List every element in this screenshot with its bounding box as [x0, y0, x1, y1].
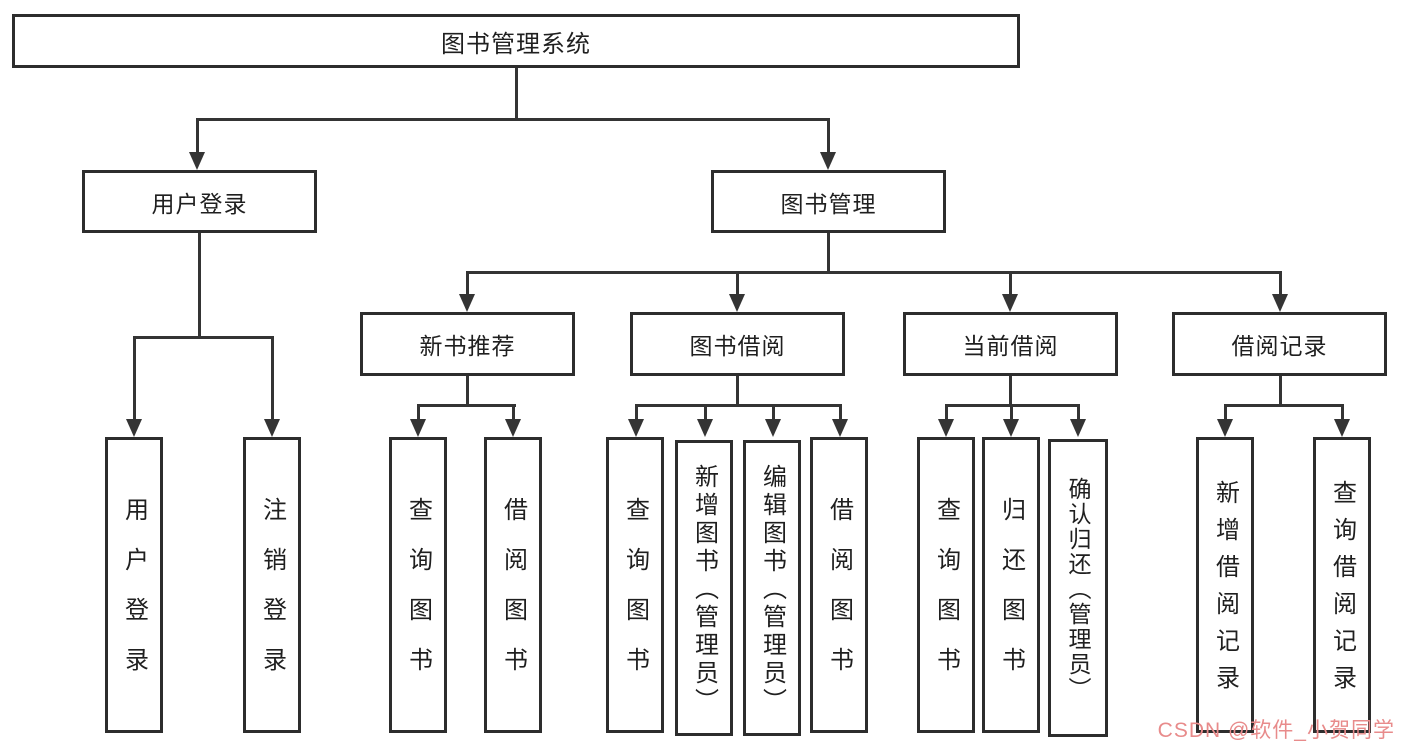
arrowhead-leaf-logout — [264, 419, 280, 437]
level2-branch-line — [466, 271, 1282, 274]
root-trunk-line — [515, 68, 518, 121]
stem-borrow-books-b — [839, 404, 842, 421]
node-borrow-records: 借阅记录 — [1172, 312, 1387, 376]
stem-add-borrow-record — [1224, 404, 1227, 421]
new-book-trunk-line — [466, 376, 469, 407]
arrowhead-borrow-records — [1272, 294, 1288, 312]
leaf-return-books-label: 归还图书 — [997, 497, 1025, 697]
arrowhead-query-books-c — [938, 419, 954, 437]
stem-add-books — [704, 404, 707, 421]
leaf-confirm-return-label: 确认归还（管理员） — [1065, 476, 1091, 702]
user-login-branch-line — [133, 336, 274, 339]
stem-borrow-books-a — [512, 404, 515, 421]
node-book-management-label: 图书管理 — [780, 190, 877, 217]
leaf-borrow-books-b-label: 借阅图书 — [825, 497, 853, 697]
stem-user-login — [196, 118, 199, 153]
leaf-borrow-books-a-label: 借阅图书 — [499, 497, 527, 697]
leaf-confirm-return: 确认归还（管理员） — [1048, 439, 1108, 737]
arrowhead-edit-books — [765, 419, 781, 437]
leaf-edit-books-label: 编辑图书（管理员） — [758, 464, 786, 716]
stem-leaf-user-login — [133, 336, 136, 420]
node-library-system-label: 图书管理系统 — [441, 30, 591, 58]
book-mgmt-trunk-line — [827, 233, 830, 274]
leaf-query-books-b: 查询图书 — [606, 437, 664, 733]
stem-query-books-b — [635, 404, 638, 421]
book-borrow-branch-line — [635, 404, 842, 407]
watermark: CSDN @软件_小贺同学 — [1157, 719, 1395, 742]
current-borrow-trunk-line — [1009, 376, 1012, 407]
borrow-records-trunk-line — [1279, 376, 1282, 407]
arrowhead-current-borrow — [1002, 294, 1018, 312]
stem-confirm-return — [1077, 404, 1080, 421]
leaf-user-login-label: 用户登录 — [120, 497, 148, 697]
stem-leaf-logout — [271, 336, 274, 420]
stem-current-borrow — [1009, 271, 1012, 296]
node-new-book-recommend: 新书推荐 — [360, 312, 575, 376]
arrowhead-return-books — [1003, 419, 1019, 437]
user-login-trunk-line — [198, 233, 201, 339]
arrowhead-borrow-books-b — [832, 419, 848, 437]
leaf-logout-label: 注销登录 — [258, 497, 286, 697]
arrowhead-query-books-b — [628, 419, 644, 437]
node-borrow-records-label: 借阅记录 — [1231, 333, 1328, 359]
arrowhead-query-books-a — [410, 419, 426, 437]
leaf-logout: 注销登录 — [243, 437, 301, 733]
stem-borrow-records — [1279, 271, 1282, 296]
arrowhead-add-books — [697, 419, 713, 437]
leaf-query-books-c: 查询图书 — [917, 437, 975, 733]
leaf-query-borrow-record: 查询借阅记录 — [1313, 437, 1371, 733]
arrowhead-book-borrow — [729, 294, 745, 312]
node-library-system: 图书管理系统 — [12, 14, 1020, 68]
node-book-management: 图书管理 — [711, 170, 946, 233]
node-new-book-recommend-label: 新书推荐 — [419, 333, 516, 359]
leaf-user-login: 用户登录 — [105, 437, 163, 733]
leaf-add-borrow-record: 新增借阅记录 — [1196, 437, 1254, 733]
stem-edit-books — [772, 404, 775, 421]
stem-book-borrow — [736, 271, 739, 296]
leaf-query-books-c-label: 查询图书 — [932, 497, 960, 697]
leaf-query-borrow-record-label: 查询借阅记录 — [1328, 480, 1356, 702]
stem-query-books-c — [945, 404, 948, 421]
leaf-query-books-a-label: 查询图书 — [404, 497, 432, 697]
new-book-branch-line — [417, 404, 516, 407]
node-current-borrow: 当前借阅 — [903, 312, 1118, 376]
leaf-add-borrow-record-label: 新增借阅记录 — [1211, 480, 1239, 702]
stem-query-borrow-record — [1341, 404, 1344, 421]
arrowhead-leaf-user-login — [126, 419, 142, 437]
leaf-add-books: 新增图书（管理员） — [675, 440, 733, 736]
stem-query-books-a — [417, 404, 420, 421]
leaf-query-books-a: 查询图书 — [389, 437, 447, 733]
arrowhead-add-borrow-record — [1217, 419, 1233, 437]
node-user-login: 用户登录 — [82, 170, 317, 233]
arrowhead-borrow-books-a — [505, 419, 521, 437]
leaf-return-books: 归还图书 — [982, 437, 1040, 733]
book-borrow-trunk-line — [736, 376, 739, 407]
arrowhead-query-borrow-record — [1334, 419, 1350, 437]
leaf-query-books-b-label: 查询图书 — [621, 497, 649, 697]
leaf-add-books-label: 新增图书（管理员） — [690, 464, 718, 716]
stem-new-book — [466, 271, 469, 296]
arrowhead-new-book — [459, 294, 475, 312]
leaf-edit-books: 编辑图书（管理员） — [743, 440, 801, 736]
leaf-borrow-books-b: 借阅图书 — [810, 437, 868, 733]
node-book-borrow-label: 图书借阅 — [689, 333, 786, 359]
arrowhead-user-login — [189, 152, 205, 170]
node-current-borrow-label: 当前借阅 — [962, 333, 1059, 359]
arrowhead-book-mgmt — [820, 152, 836, 170]
node-book-borrow: 图书借阅 — [630, 312, 845, 376]
node-user-login-label: 用户登录 — [151, 190, 248, 217]
arrowhead-confirm-return — [1070, 419, 1086, 437]
stem-return-books — [1010, 404, 1013, 421]
level1-branch-line — [196, 118, 830, 121]
stem-book-mgmt — [827, 118, 830, 153]
borrow-records-branch-line — [1224, 404, 1344, 407]
leaf-borrow-books-a: 借阅图书 — [484, 437, 542, 733]
